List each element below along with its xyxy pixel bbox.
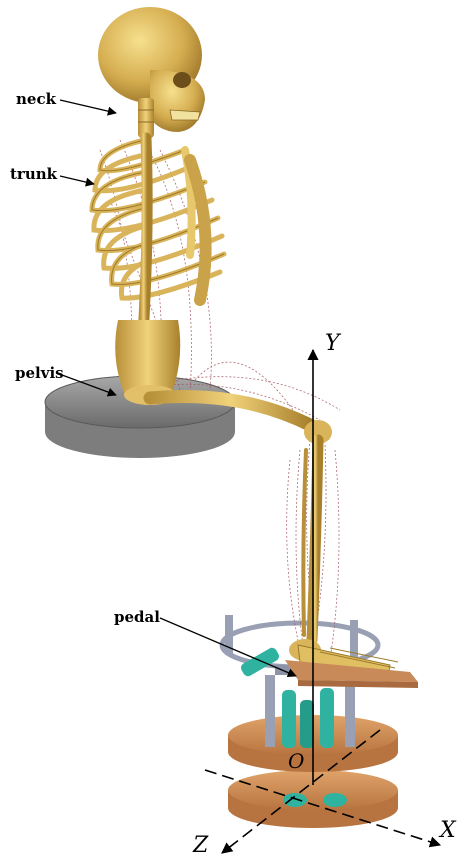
label-pedal: pedal xyxy=(114,608,160,626)
label-trunk: trunk xyxy=(10,165,58,183)
y-axis-label: Y xyxy=(325,331,342,356)
x-axis-label: X xyxy=(438,818,457,843)
z-axis-label: Z xyxy=(192,833,209,858)
origin-label: O xyxy=(288,749,304,773)
tibia xyxy=(303,440,318,640)
label-pelvis: pelvis xyxy=(15,364,64,382)
label-neck: neck xyxy=(16,90,57,108)
arrow-trunk xyxy=(60,176,94,184)
arrow-neck xyxy=(60,100,116,113)
cervical-spine xyxy=(138,98,154,138)
skeleton xyxy=(92,7,398,678)
